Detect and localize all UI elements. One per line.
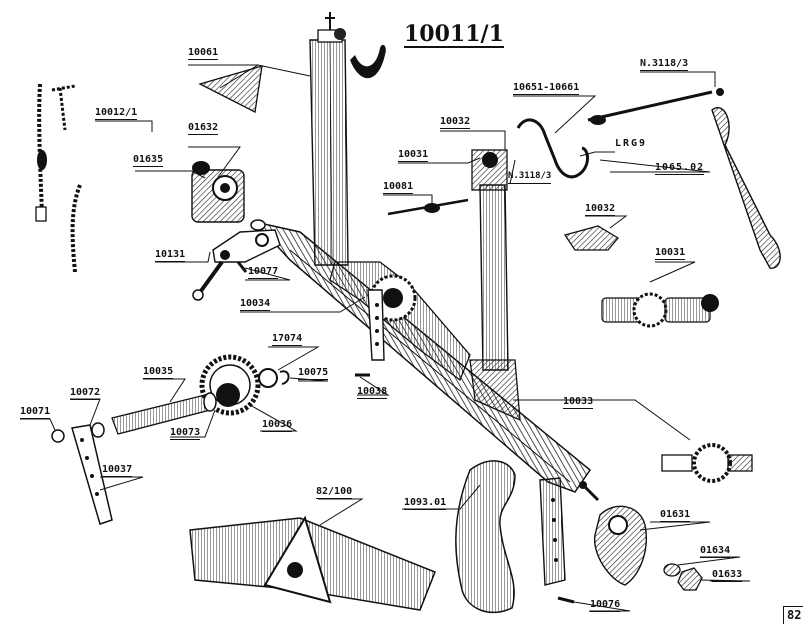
- label-10651-10661: 10651-10661: [513, 82, 580, 95]
- seat-82-100: [189, 515, 436, 611]
- label-01633: 01633: [712, 569, 743, 582]
- label-01634: 01634: [700, 545, 731, 558]
- label-10031-right: 10031: [655, 247, 686, 260]
- rear-seat-post: [309, 12, 386, 266]
- hub-10033: [661, 443, 753, 483]
- label-10031-top: 10031: [398, 149, 429, 162]
- fork-leg: [539, 477, 575, 604]
- label-n3118-3-mid: N.3118/3: [508, 171, 552, 184]
- cable-rod: [587, 88, 724, 125]
- hub-10031: [601, 292, 719, 328]
- clip-17074: [258, 368, 290, 388]
- front-seat-post: [469, 149, 521, 422]
- label-10131: 10131: [155, 249, 186, 262]
- cable-10081: [387, 198, 469, 216]
- label-1065-02: 1065.02: [655, 162, 705, 175]
- crank-arm-10131: [192, 229, 281, 301]
- label-10071: 10071: [20, 406, 51, 419]
- label-10081: 10081: [383, 181, 414, 194]
- pedal-arm-10037: [71, 424, 113, 525]
- saddle-pad-1093-01: [455, 460, 516, 613]
- nut-01633: [677, 567, 703, 591]
- label-10034: 10034: [240, 298, 271, 311]
- axle-10035: [51, 392, 217, 443]
- label-lrg9: LRG9: [615, 138, 648, 149]
- diagram-title: 10011/1: [404, 21, 504, 48]
- bracket-10032: [563, 225, 619, 251]
- bearing-block-01632: [191, 161, 245, 223]
- chain-guard: [329, 261, 471, 382]
- label-10077: 10077: [248, 266, 279, 279]
- chainring-10036: [199, 354, 261, 416]
- label-10073: 10073: [170, 427, 201, 440]
- label-n3118-3-top: N.3118/3: [640, 58, 689, 71]
- sprocket-10034: [355, 274, 417, 377]
- label-10076: 10076: [590, 599, 621, 612]
- housing-01631: [594, 505, 647, 586]
- label-10033: 10033: [563, 396, 594, 409]
- label-10072: 10072: [70, 387, 101, 400]
- label-01631: 01631: [660, 509, 691, 522]
- label-10037: 10037: [102, 464, 133, 477]
- label-10075: 10075: [298, 367, 329, 380]
- brake-lever-10651: [516, 118, 589, 179]
- label-01632: 01632: [188, 122, 219, 135]
- label-10032-top: 10032: [440, 116, 471, 129]
- label-01635: 01635: [133, 154, 164, 167]
- label-10061: 10061: [188, 47, 219, 60]
- nut-01634: [663, 563, 681, 577]
- chain-10012-1: [35, 83, 82, 273]
- label-10012-1: 10012/1: [95, 107, 138, 120]
- label-10038: 10038: [357, 386, 388, 399]
- lever-1065-02: [711, 107, 781, 269]
- label-82-100: 82/100: [316, 486, 353, 499]
- label-10036: 10036: [262, 419, 293, 432]
- page-number: 82: [783, 606, 803, 624]
- seat-bracket-10061: [198, 65, 263, 113]
- label-10032-right: 10032: [585, 203, 616, 216]
- label-1093-01: 1093.01: [404, 497, 447, 510]
- label-17074: 17074: [272, 333, 303, 346]
- label-10035: 10035: [143, 366, 174, 379]
- main-frame-tube: [250, 219, 600, 502]
